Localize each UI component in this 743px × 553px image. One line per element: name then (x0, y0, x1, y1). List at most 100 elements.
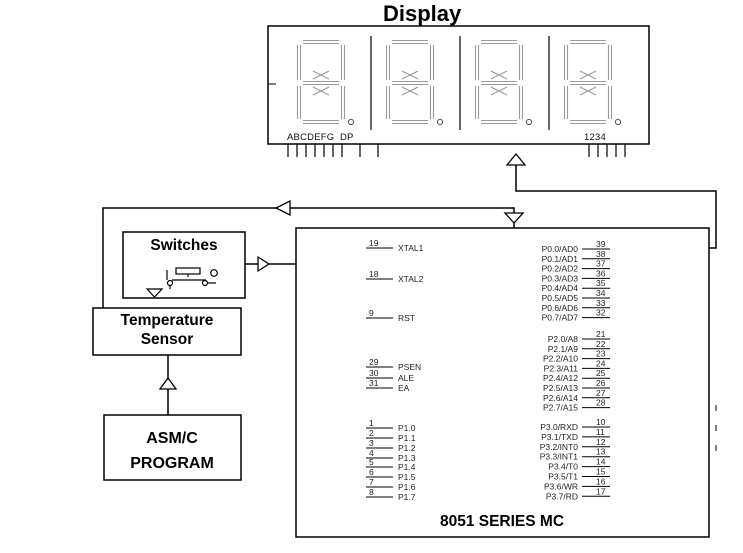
mcu-pin-right: P0.7/AD7 32 (542, 308, 610, 323)
program-line2: PROGRAM (130, 455, 214, 472)
mcu-pin-right: P3.3/INT1 13 (540, 447, 610, 462)
pin-number: 19 (369, 238, 379, 248)
pin-number: 2 (369, 428, 374, 438)
pin-name: P1.6 (398, 482, 416, 492)
mcu-pin-right: P0.3/AD3 36 (542, 268, 610, 283)
pin-number: 14 (596, 457, 606, 467)
pin-number: 6 (369, 467, 374, 477)
pin-number: 32 (596, 308, 606, 318)
decimal-point (347, 118, 355, 126)
mcu-pin-right: P0.6/AD6 33 (542, 298, 610, 313)
mcu-pin-right: P2.5/A13 26 (543, 378, 610, 393)
pin-number: 11 (596, 427, 605, 437)
pin-name: P2.5/A13 (543, 383, 578, 393)
display-digit-label: 1234 (584, 132, 606, 143)
signal-arrows (158, 152, 527, 390)
pin-number: 24 (596, 358, 606, 368)
pin-name: P2.6/A14 (543, 393, 578, 403)
arrow-switches-to-mcu (257, 255, 271, 273)
seven-segment-digit (296, 39, 355, 126)
pin-number: 35 (596, 278, 606, 288)
pin-name: P1.7 (398, 492, 416, 502)
pin-name: P1.2 (398, 443, 416, 453)
mcu-pin-right: P2.2/A10 23 (543, 349, 610, 364)
pin-name: P3.1/TXD (541, 432, 578, 442)
pin-number: 4 (369, 448, 374, 458)
pin-number: 31 (369, 378, 379, 388)
pin-number: 22 (596, 339, 606, 349)
pin-number: 13 (596, 447, 606, 457)
pin-number: 17 (596, 486, 606, 496)
pin-number: 29 (369, 357, 379, 367)
mcu-pin-right: P3.4/T0 14 (548, 457, 610, 472)
pin-name: P2.2/A10 (543, 354, 578, 364)
pin-name: RST (398, 313, 415, 323)
pin-number: 23 (596, 349, 606, 359)
pin-name: P2.1/A9 (548, 344, 579, 354)
pin-name: P0.5/AD5 (542, 293, 579, 303)
pin-name: P2.0/A8 (548, 334, 579, 344)
mcu-pin-right: P3.2/INT0 12 (540, 437, 610, 452)
mcu-title: 8051 SERIES MC (440, 513, 564, 530)
pin-number: 12 (596, 437, 606, 447)
mcu-box (295, 227, 710, 538)
pin-number: 21 (596, 329, 606, 339)
pin-name: EA (398, 383, 410, 393)
pin-name: P0.3/AD3 (542, 273, 579, 283)
mcu-pin-right: P2.4/A12 25 (543, 368, 610, 383)
pin-name: P0.6/AD6 (542, 303, 579, 313)
pin-number: 3 (369, 438, 374, 448)
pin-name: P3.5/T1 (548, 472, 578, 482)
mcu-pin-right: P2.0/A8 21 (548, 329, 610, 344)
arrow-to-display (505, 152, 527, 166)
pin-number: 30 (369, 368, 379, 378)
mcu-pin-right: P3.7/RD 17 (546, 486, 610, 501)
arrow-feedback-left (274, 199, 291, 217)
display-title: Display (383, 1, 462, 26)
pin-name: P3.7/RD (546, 491, 578, 501)
program-line1: ASM/C (146, 430, 198, 447)
pin-name: P3.3/INT1 (540, 452, 579, 462)
pin-number: 36 (596, 268, 606, 278)
pin-name: P3.4/T0 (548, 462, 578, 472)
pin-name: P0.7/AD7 (542, 313, 579, 323)
pin-number: 37 (596, 259, 606, 269)
pin-name: P3.2/INT0 (540, 442, 579, 452)
decimal-point (525, 118, 533, 126)
display-pins (287, 144, 626, 157)
seven-segment-digit (548, 36, 622, 130)
pin-name: XTAL2 (398, 274, 424, 284)
decimal-point (614, 118, 622, 126)
pin-number: 10 (596, 417, 606, 427)
pin-number: 18 (369, 269, 379, 279)
pin-number: 26 (596, 378, 606, 388)
pin-number: 34 (596, 288, 606, 298)
pin-name: P2.7/A15 (543, 403, 578, 413)
arrow-program-to-sensor (158, 376, 178, 390)
pin-name: P0.2/AD2 (542, 264, 579, 274)
pin-number: 16 (596, 476, 606, 486)
pin-name: P3.0/RXD (540, 422, 578, 432)
pin-number: 39 (596, 239, 606, 249)
switches-title: Switches (150, 237, 217, 254)
pin-number: 27 (596, 388, 606, 398)
pin-name: P1.4 (398, 462, 416, 472)
pin-name: P2.4/A12 (543, 373, 578, 383)
seven-segment-digit (459, 36, 533, 130)
pin-number: 33 (596, 298, 606, 308)
mcu-pin-right: P0.5/AD5 34 (542, 288, 610, 303)
pin-number: 25 (596, 368, 606, 378)
sensor-line2: Sensor (141, 331, 194, 348)
